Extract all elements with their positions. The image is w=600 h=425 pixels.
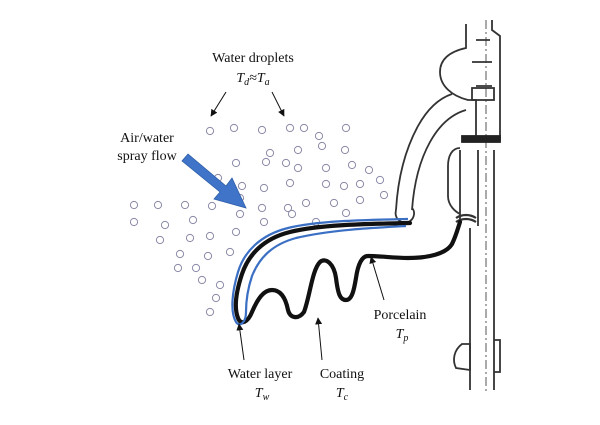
water-droplet [329, 198, 339, 208]
water-droplets-label: Water droplets Td≈Ta [210, 51, 294, 117]
pin-nut-right [494, 339, 501, 373]
water-droplet [257, 125, 267, 135]
water-droplet [299, 123, 309, 133]
water-droplet [205, 126, 215, 136]
ring [455, 213, 477, 223]
water-droplet [321, 179, 331, 189]
coating-symbol: Tc [336, 386, 349, 403]
water-droplet [231, 227, 241, 237]
water-droplet [355, 195, 365, 205]
water-droplet [259, 183, 269, 193]
water-droplet [281, 158, 291, 168]
water-droplet [153, 200, 163, 210]
cap-arch-inner [411, 109, 467, 211]
water-droplet [259, 217, 269, 227]
water-droplets-text: Water droplets [212, 51, 294, 66]
water-droplet [207, 201, 217, 211]
water-droplet [211, 293, 221, 303]
water-droplet [205, 231, 215, 241]
water-droplet [375, 175, 385, 185]
cap-outline [439, 20, 501, 141]
coating-pointer [315, 317, 323, 361]
water-droplet [129, 217, 139, 227]
water-droplet [205, 307, 215, 317]
droplets-pointer-left [210, 91, 227, 117]
water-droplet [191, 263, 201, 273]
porcelain-label: Porcelain Tp [369, 256, 427, 344]
water-droplet [287, 209, 297, 219]
cap-arch [395, 93, 453, 211]
water-droplet [231, 158, 241, 168]
water-droplet [364, 165, 374, 175]
water-droplet [355, 179, 365, 189]
water-droplet [341, 208, 351, 218]
porcelain-pointer [369, 256, 385, 301]
water-droplet [257, 203, 267, 213]
water-layer-text: Water layer [228, 367, 293, 382]
droplets-pointer-right [271, 91, 285, 117]
water-droplet [235, 209, 245, 219]
water-droplet [283, 203, 293, 213]
porcelain-text: Porcelain [374, 308, 427, 323]
spray-flow-arrow [181, 153, 247, 209]
water-droplet [265, 148, 275, 158]
water-droplet [379, 190, 389, 200]
water-droplet [341, 123, 351, 133]
cap-band [471, 87, 495, 101]
water-droplet [203, 251, 213, 261]
top-band [461, 135, 501, 143]
coating-label: Coating Tc [315, 317, 364, 403]
water-droplet [229, 123, 239, 133]
water-droplet [293, 163, 303, 173]
water-droplet [301, 198, 311, 208]
water-layer-label: Water layer Tw [228, 323, 293, 403]
water-droplet [317, 141, 327, 151]
water-droplet [293, 145, 303, 155]
cap-inner [472, 39, 492, 87]
porcelain-profile [233, 219, 463, 325]
water-droplet [155, 235, 165, 245]
pin-nut [453, 343, 471, 372]
water-droplet [339, 181, 349, 191]
droplet-temperature-relation: Td≈Ta [236, 71, 269, 88]
water-droplet [237, 181, 247, 191]
water-droplet [188, 215, 198, 225]
water-droplets [129, 123, 389, 317]
water-droplet [225, 247, 235, 257]
water-droplet [285, 123, 295, 133]
water-droplet [129, 200, 139, 210]
water-droplet [215, 280, 225, 290]
spray-flow-line2: spray flow [117, 149, 177, 164]
pin-collar [447, 147, 461, 215]
water-droplet [314, 131, 324, 141]
water-droplet [197, 275, 207, 285]
water-droplet [347, 160, 357, 170]
water-droplet [173, 263, 183, 273]
pin-shaft [459, 150, 495, 390]
water-droplet [321, 163, 331, 173]
water-droplet [180, 200, 190, 210]
porcelain-symbol: Tp [396, 327, 409, 344]
insulator-hardware [394, 20, 501, 392]
spray-flow-label: Air/water spray flow [117, 131, 177, 164]
water-droplet [340, 145, 350, 155]
water-droplet [261, 157, 271, 167]
coating-text: Coating [320, 367, 364, 382]
water-droplet [185, 233, 195, 243]
water-droplet [175, 249, 185, 259]
spray-flow-line1: Air/water [120, 131, 174, 146]
water-layer-symbol: Tw [255, 386, 270, 403]
water-droplet [160, 220, 170, 230]
water-layer-pointer [236, 323, 245, 361]
water-droplet [285, 178, 295, 188]
